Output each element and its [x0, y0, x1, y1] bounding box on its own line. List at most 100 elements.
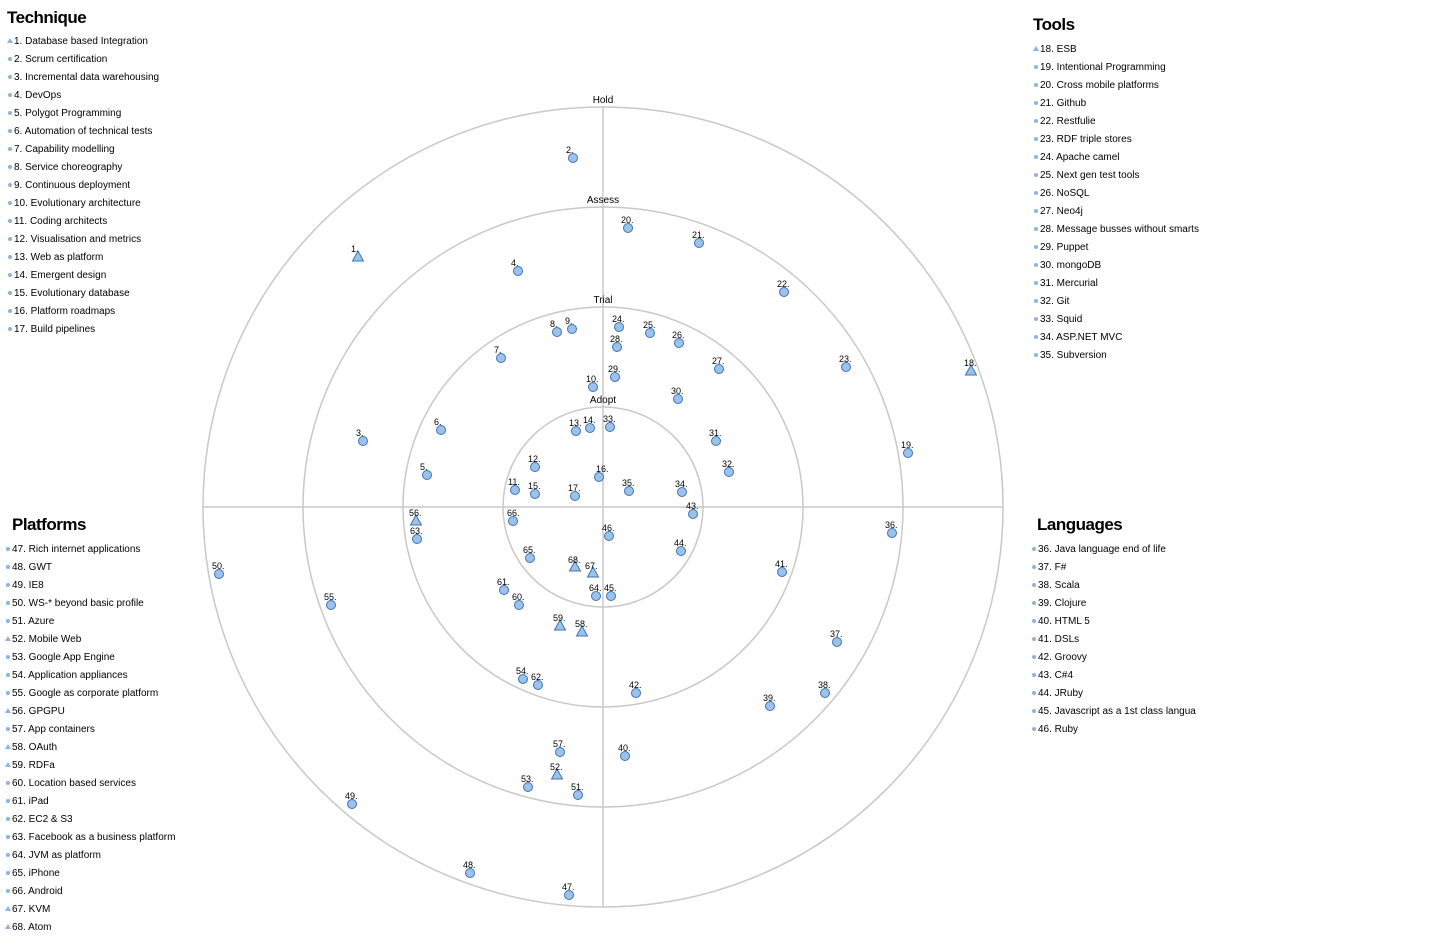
blip-circle-icon[interactable]: [714, 364, 724, 374]
blip-1[interactable]: 1.: [351, 244, 365, 262]
blip-68[interactable]: 68.: [568, 555, 582, 572]
blip-circle-icon[interactable]: [530, 462, 540, 472]
blip-28[interactable]: 28.: [610, 334, 623, 352]
blip-circle-icon[interactable]: [614, 322, 624, 332]
blip-circle-icon[interactable]: [570, 491, 580, 501]
blip-42[interactable]: 42.: [629, 680, 642, 698]
blip-29[interactable]: 29.: [608, 364, 621, 382]
blip-circle-icon[interactable]: [530, 489, 540, 499]
blip-circle-icon[interactable]: [688, 509, 698, 519]
blip-63[interactable]: 63.: [410, 526, 423, 544]
blip-triangle-icon[interactable]: [568, 559, 582, 572]
blip-circle-icon[interactable]: [620, 751, 630, 761]
blip-52[interactable]: 52.: [550, 762, 564, 780]
blip-circle-icon[interactable]: [694, 238, 704, 248]
blip-circle-icon[interactable]: [588, 382, 598, 392]
blip-8[interactable]: 8.: [550, 319, 562, 337]
blip-circle-icon[interactable]: [555, 747, 565, 757]
blip-circle-icon[interactable]: [841, 362, 851, 372]
blip-circle-icon[interactable]: [513, 266, 523, 276]
blip-circle-icon[interactable]: [564, 890, 574, 900]
blip-30[interactable]: 30.: [671, 386, 684, 404]
blip-36[interactable]: 36.: [885, 520, 898, 538]
blip-circle-icon[interactable]: [645, 328, 655, 338]
blip-49[interactable]: 49.: [345, 791, 358, 809]
blip-circle-icon[interactable]: [765, 701, 775, 711]
blip-54[interactable]: 54.: [516, 666, 529, 684]
blip-circle-icon[interactable]: [887, 528, 897, 538]
blip-triangle-icon[interactable]: [575, 624, 589, 637]
blip-10[interactable]: 10.: [586, 374, 599, 392]
blip-17[interactable]: 17.: [568, 483, 581, 501]
blip-triangle-icon[interactable]: [351, 249, 365, 262]
blip-2[interactable]: 2.: [566, 145, 578, 163]
blip-23[interactable]: 23.: [839, 354, 852, 372]
blip-47[interactable]: 47.: [562, 882, 575, 900]
blip-circle-icon[interactable]: [673, 394, 683, 404]
blip-circle-icon[interactable]: [612, 342, 622, 352]
blip-circle-icon[interactable]: [326, 600, 336, 610]
blip-67[interactable]: 67.: [585, 561, 600, 578]
blip-26[interactable]: 26.: [672, 330, 685, 348]
blip-circle-icon[interactable]: [677, 487, 687, 497]
blip-triangle-icon[interactable]: [409, 513, 423, 526]
blip-62[interactable]: 62.: [531, 672, 544, 690]
blip-circle-icon[interactable]: [347, 799, 357, 809]
blip-3[interactable]: 3.: [356, 428, 368, 446]
blip-circle-icon[interactable]: [214, 569, 224, 579]
blip-38[interactable]: 38.: [818, 680, 831, 698]
blip-circle-icon[interactable]: [568, 153, 578, 163]
blip-circle-icon[interactable]: [605, 422, 615, 432]
blip-48[interactable]: 48.: [463, 860, 476, 878]
blip-31[interactable]: 31.: [709, 428, 722, 446]
blip-circle-icon[interactable]: [412, 534, 422, 544]
blip-triangle-icon[interactable]: [586, 565, 600, 578]
blip-circle-icon[interactable]: [585, 423, 595, 433]
blip-circle-icon[interactable]: [724, 467, 734, 477]
blip-44[interactable]: 44.: [674, 538, 687, 556]
blip-circle-icon[interactable]: [518, 674, 528, 684]
blip-33[interactable]: 33.: [603, 414, 616, 432]
blip-37[interactable]: 37.: [830, 629, 843, 647]
blip-circle-icon[interactable]: [711, 436, 721, 446]
blip-triangle-icon[interactable]: [553, 618, 567, 631]
blip-14[interactable]: 14.: [583, 415, 596, 433]
blip-56[interactable]: 56.: [409, 508, 423, 526]
blip-circle-icon[interactable]: [525, 553, 535, 563]
blip-35[interactable]: 35.: [622, 478, 635, 496]
blip-40[interactable]: 40.: [618, 743, 631, 761]
blip-circle-icon[interactable]: [567, 324, 577, 334]
blip-circle-icon[interactable]: [573, 790, 583, 800]
blip-18[interactable]: 18.: [964, 358, 978, 376]
blip-34[interactable]: 34.: [675, 479, 688, 497]
blip-64[interactable]: 64.: [589, 583, 602, 601]
blip-65[interactable]: 65.: [523, 545, 536, 563]
blip-circle-icon[interactable]: [358, 436, 368, 446]
blip-circle-icon[interactable]: [510, 485, 520, 495]
blip-circle-icon[interactable]: [623, 223, 633, 233]
blip-7[interactable]: 7.: [494, 345, 506, 363]
blip-circle-icon[interactable]: [465, 868, 475, 878]
blip-25[interactable]: 25.: [643, 320, 656, 338]
blip-circle-icon[interactable]: [571, 426, 581, 436]
blip-57[interactable]: 57.: [553, 739, 566, 757]
blip-53[interactable]: 53.: [521, 774, 534, 792]
blip-45[interactable]: 45.: [604, 583, 617, 601]
blip-circle-icon[interactable]: [676, 546, 686, 556]
blip-circle-icon[interactable]: [674, 338, 684, 348]
blip-24[interactable]: 24.: [612, 314, 625, 332]
blip-circle-icon[interactable]: [508, 516, 518, 526]
blip-circle-icon[interactable]: [606, 591, 616, 601]
blip-circle-icon[interactable]: [514, 600, 524, 610]
blip-66[interactable]: 66.: [507, 508, 520, 526]
blip-12[interactable]: 12.: [528, 454, 541, 472]
blip-51[interactable]: 51.: [571, 782, 584, 800]
blip-6[interactable]: 6.: [434, 417, 446, 435]
blip-20[interactable]: 20.: [621, 215, 634, 233]
blip-circle-icon[interactable]: [820, 688, 830, 698]
blip-circle-icon[interactable]: [610, 372, 620, 382]
blip-21[interactable]: 21.: [692, 230, 705, 248]
blip-triangle-icon[interactable]: [550, 767, 564, 780]
blip-16[interactable]: 16.: [594, 464, 609, 482]
blip-triangle-icon[interactable]: [964, 363, 978, 376]
